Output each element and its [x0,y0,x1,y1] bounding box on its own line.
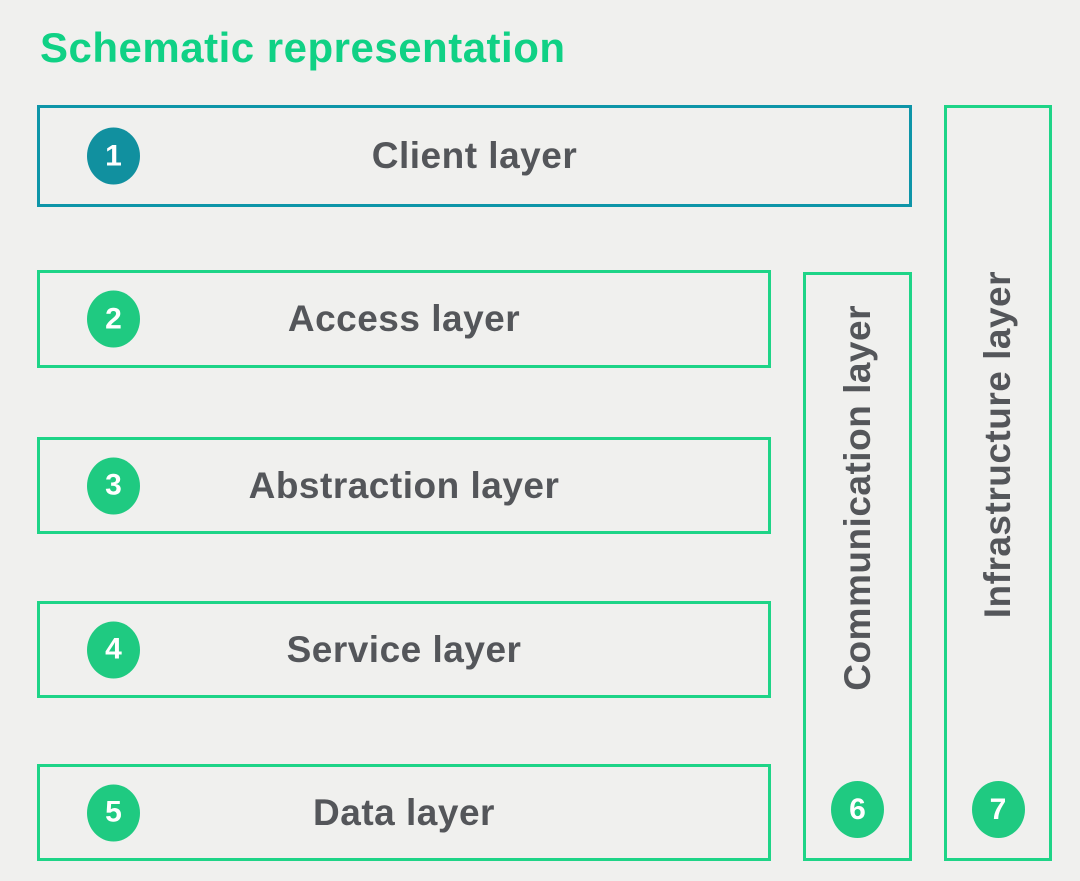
step-badge-2: 2 [87,290,140,348]
page-title: Schematic representation [40,24,566,71]
layer-box-service: 4 Service layer [37,601,771,698]
step-badge-1: 1 [87,127,140,185]
layer-box-communication: Communication layer 6 [803,272,912,861]
layer-label-communication: Communication layer [836,305,878,691]
step-badge-3: 3 [87,457,140,514]
step-badge-7: 7 [971,781,1025,838]
layer-box-infrastructure: Infrastructure layer 7 [944,105,1052,861]
layer-box-client: 1 Client layer [37,105,912,207]
vertical-label-wrap: Infrastructure layer [977,108,1019,781]
layer-label-data: Data layer [313,791,495,833]
layer-label-infrastructure: Infrastructure layer [977,270,1018,619]
layer-label-service: Service layer [286,628,522,670]
layer-label-client: Client layer [371,135,578,176]
step-badge-4: 4 [87,621,140,678]
layer-box-abstraction: 3 Abstraction layer [37,437,771,534]
step-badge-5: 5 [87,784,140,841]
layer-label-abstraction: Abstraction layer [248,464,560,506]
layer-label-access: Access layer [287,298,521,339]
step-badge-6: 6 [831,781,884,838]
layer-box-access: 2 Access layer [37,270,771,368]
vertical-label-wrap: Communication layer [837,275,879,781]
layer-box-data: 5 Data layer [37,764,771,861]
